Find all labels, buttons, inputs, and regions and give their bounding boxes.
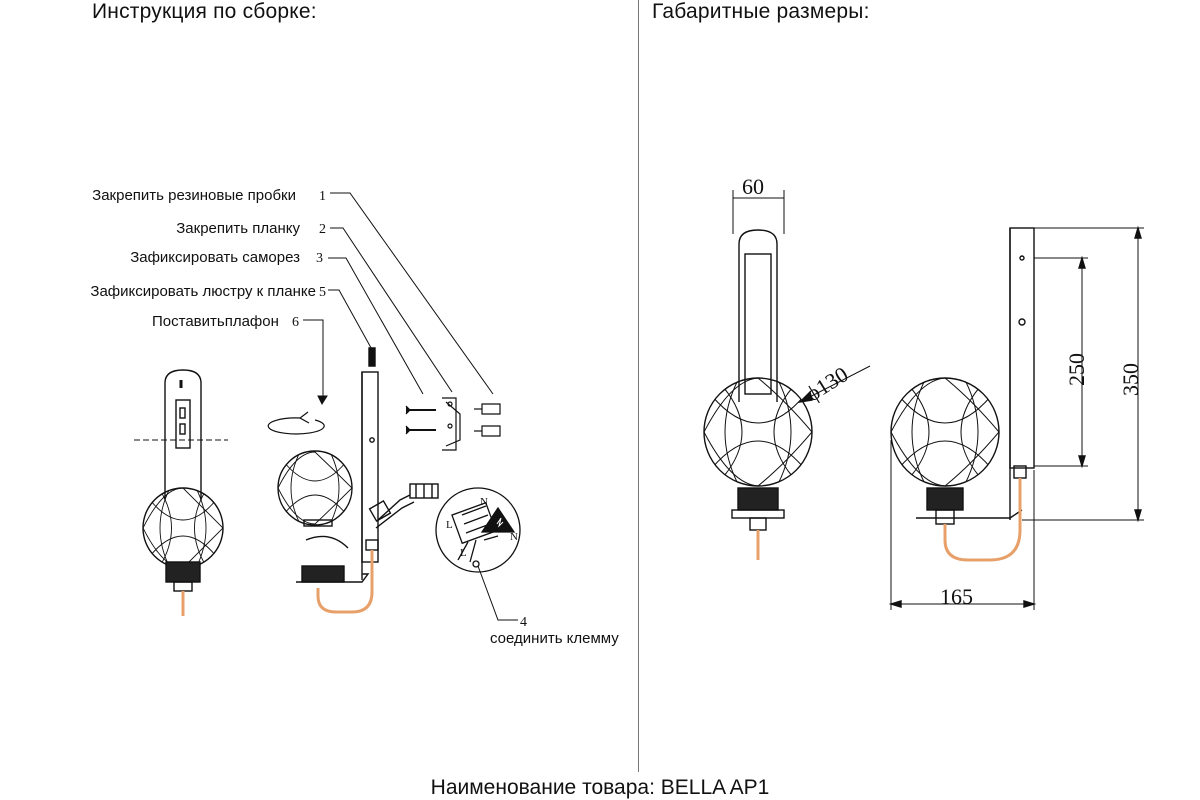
step-1-number: 1 — [319, 189, 326, 204]
step-3-label: Зафиксировать саморез — [130, 249, 300, 266]
step-2-number: 2 — [319, 222, 326, 237]
dimension-width: 60 — [742, 174, 764, 199]
step-4-number: 4 — [520, 615, 527, 630]
step-5-number: 5 — [319, 285, 326, 300]
step-2-label: Закрепить планку — [176, 220, 300, 237]
dimensions-heading: Габаритные размеры: — [652, 0, 870, 23]
technical-drawing: Закрепить резиновые пробки 1 Закрепить п… — [90, 174, 1144, 647]
step-6-number: 6 — [292, 315, 299, 330]
assembly-heading: Инструкция по сборке: — [92, 0, 317, 23]
dimension-labels: 60 ϕ130 250 350 165 — [742, 174, 1143, 609]
step-5-label: Зафиксировать люстру к планке — [90, 283, 316, 300]
product-name: Наименование товара: BELLA AP1 — [430, 776, 770, 799]
step-labels: Закрепить резиновые пробки 1 Закрепить п… — [90, 187, 619, 647]
step-6-label: Поставитьплафон — [152, 313, 279, 330]
terminal-l-bottom: L — [460, 547, 467, 559]
step-3-number: 3 — [316, 251, 323, 266]
terminal-n-top: N — [480, 496, 488, 508]
front-view-lamp-1 — [134, 369, 228, 616]
terminal-n-right: N — [510, 531, 518, 543]
side-assembly-view — [267, 347, 439, 614]
dimension-height-250: 250 — [1064, 353, 1089, 386]
step-1-label: Закрепить резиновые пробки — [92, 187, 296, 204]
dimension-height-350: 350 — [1118, 363, 1143, 396]
terminal-detail: N L N L — [435, 487, 521, 573]
terminal-l-left: L — [446, 519, 453, 531]
dimension-depth: 165 — [940, 584, 973, 609]
step-4-label: соединить клемму — [490, 630, 619, 647]
side-dimension-view — [888, 225, 1144, 610]
mounting-hardware — [405, 397, 501, 451]
leader-lines — [303, 192, 518, 621]
center-divider — [638, 0, 639, 772]
front-dimension-view — [703, 190, 871, 560]
